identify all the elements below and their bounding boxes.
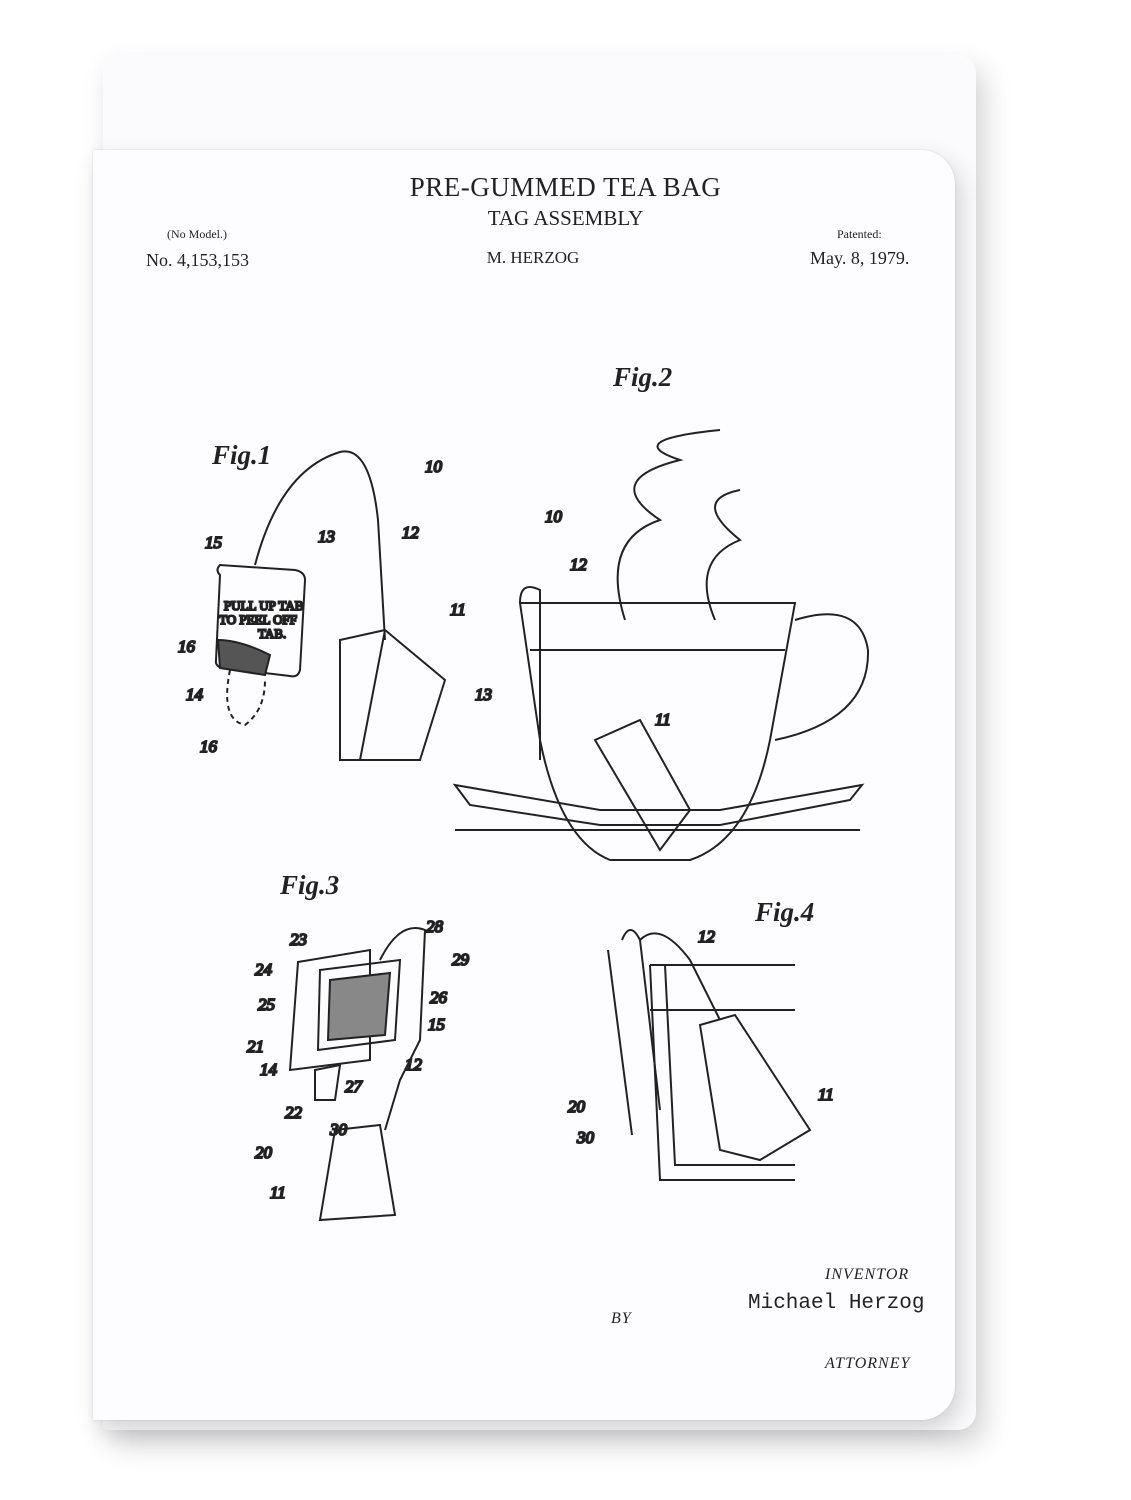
ref-numeral: 20: [255, 1143, 273, 1162]
inventor-name: Michael Herzog: [748, 1292, 925, 1315]
ref-numeral: 12: [402, 523, 420, 542]
ref-numeral: 21: [247, 1037, 264, 1056]
fig4-label: Fig.4: [755, 897, 815, 927]
ref-numeral: 27: [345, 1077, 364, 1096]
ref-numeral: 11: [818, 1085, 834, 1104]
inventor-label: INVENTOR: [825, 1266, 910, 1283]
ref-numeral: 11: [270, 1183, 286, 1202]
ref-numeral: 12: [698, 927, 716, 946]
fig4-drawing: 12 20 30 11: [567, 926, 835, 1181]
ref-numeral: 26: [430, 988, 448, 1007]
ref-numeral: 10: [545, 507, 563, 526]
by-label: BY: [611, 1310, 632, 1327]
fig1-label: Fig.1: [212, 440, 272, 470]
ref-numeral: 15: [205, 533, 222, 552]
ref-numeral: 13: [475, 685, 492, 704]
ref-numeral: 15: [428, 1015, 445, 1034]
tag-text-2: TO PEEL OFF: [219, 612, 297, 627]
ref-numeral: 14: [186, 685, 204, 704]
fig1-drawing: PULL UP TAB TO PEEL OFF TAB. 10 15 13 12…: [177, 450, 467, 761]
ref-numeral: 14: [260, 1060, 278, 1079]
ref-numeral: 11: [655, 710, 671, 729]
patent-title: PRE-GUMMED TEA BAG: [409, 172, 722, 202]
ref-numeral: 12: [570, 555, 588, 574]
ref-numeral: 25: [258, 995, 275, 1014]
fig2-label: Fig.2: [613, 362, 673, 392]
patented-label: Patented:: [837, 227, 882, 241]
ref-numeral: 12: [405, 1055, 423, 1074]
ref-numeral: 30: [329, 1120, 348, 1139]
greeting-card: [93, 150, 955, 1420]
ref-numeral: 28: [426, 917, 444, 936]
patent-number: No. 4,153,153: [146, 250, 249, 270]
ref-numeral: 23: [290, 930, 307, 949]
patent-subtitle: TAG ASSEMBLY: [487, 206, 644, 230]
fig3-label: Fig.3: [280, 870, 340, 900]
ref-numeral: 29: [452, 950, 470, 969]
no-model-label: (No Model.): [167, 227, 227, 241]
ref-numeral: 10: [425, 457, 443, 476]
tag-text-1: PULL UP TAB: [224, 598, 304, 613]
ref-numeral: 11: [450, 600, 466, 619]
ref-numeral: 30: [576, 1128, 595, 1147]
ref-numeral: 24: [255, 960, 273, 979]
ref-numeral: 16: [178, 637, 196, 656]
inventor-header: M. HERZOG: [486, 248, 580, 267]
fig3-drawing: 23 28 24 29 25 26 15 21 14 12 22 27 20 3…: [246, 916, 471, 1222]
ref-numeral: 13: [318, 527, 335, 546]
tag-text-3: TAB.: [258, 626, 286, 641]
ref-numeral: 16: [200, 737, 218, 756]
ref-numeral: 20: [568, 1097, 586, 1116]
attorney-label: ATTORNEY: [825, 1355, 911, 1372]
fig2-drawing: 10 12 13 11: [452, 429, 870, 861]
patent-date: May. 8, 1979.: [810, 248, 910, 268]
ref-numeral: 22: [285, 1103, 303, 1122]
